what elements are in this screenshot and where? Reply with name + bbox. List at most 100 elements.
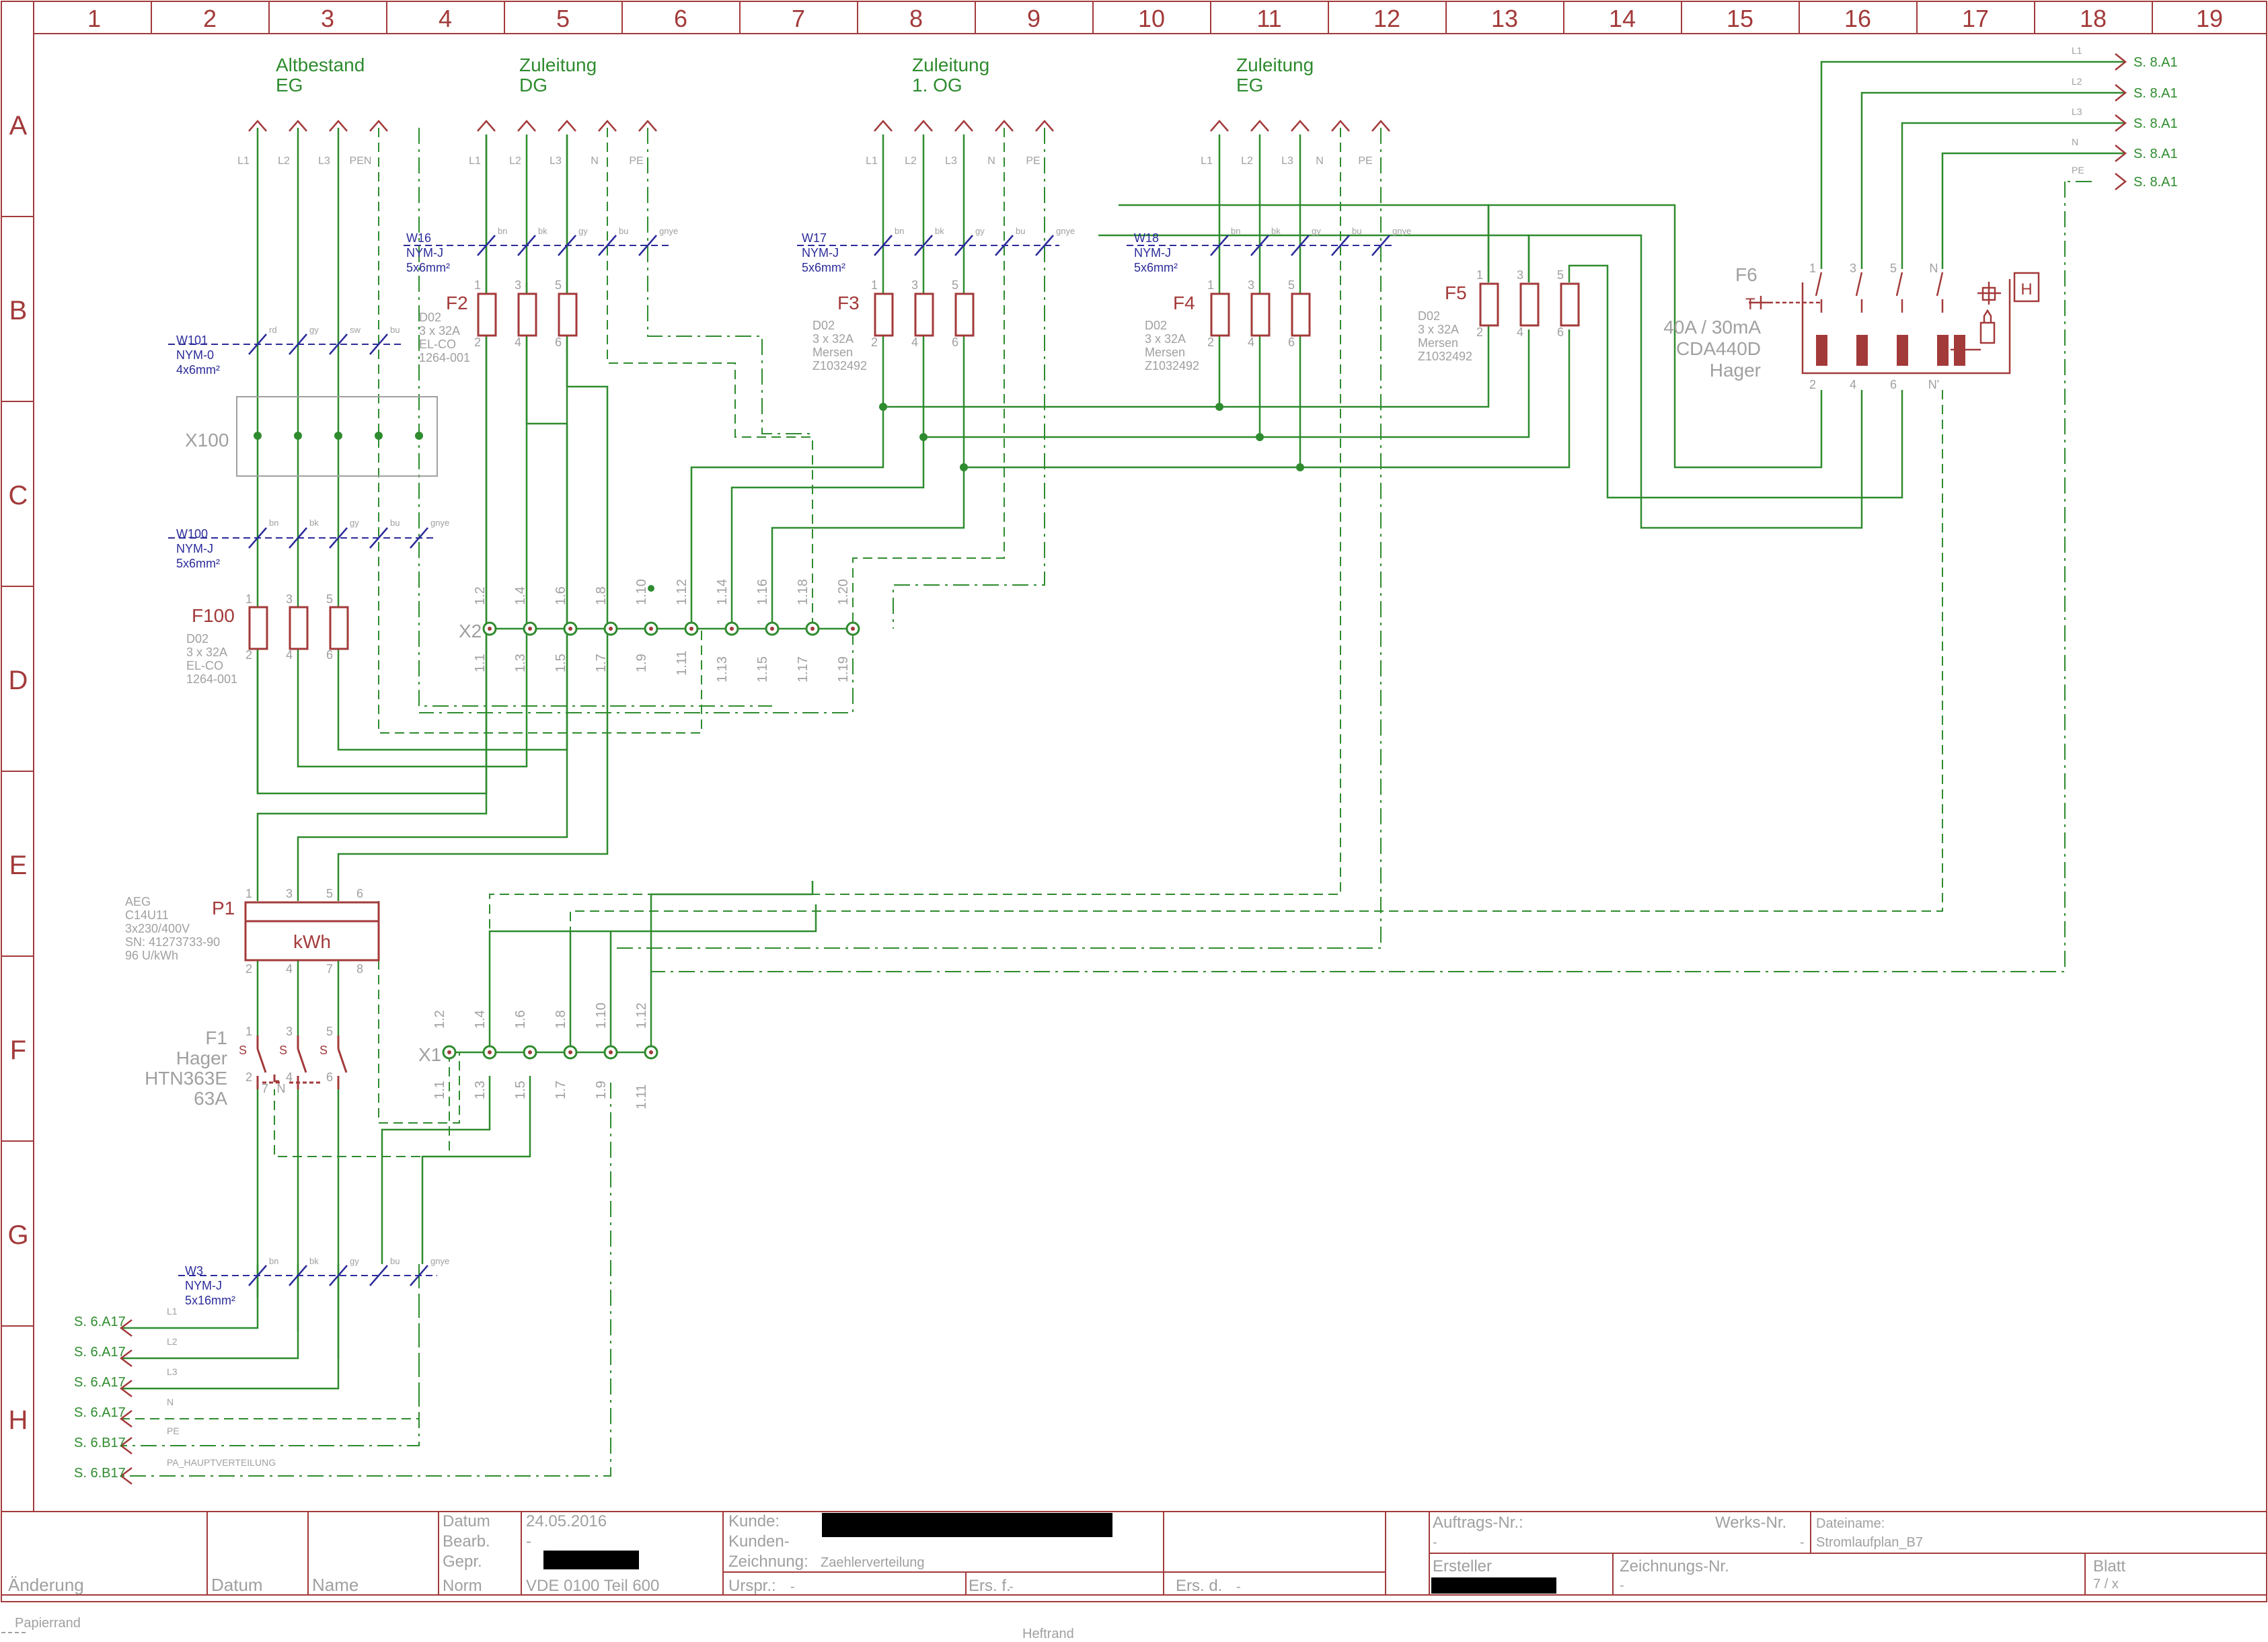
left-ref-arrows [119,1319,133,1485]
pin: 1 [245,592,252,606]
tb-ersf-label: Ers. f. [969,1577,1011,1595]
switch-rating: 63A [194,1088,227,1109]
supply-group-2-subtitle: DG [519,75,547,95]
switch-maker: Hager [176,1048,227,1068]
meter-spec: C14U11 [125,908,169,922]
tb-kunde-label: Kunde: [728,1512,780,1530]
terminal-block-x1 [442,1045,658,1060]
supply-3-conductor: L2 [905,155,917,167]
right-ref-wire: L1 [2072,45,2082,56]
x2-top-number: 1.14 [715,579,730,605]
tb-kunden-label: Kunden- [728,1532,790,1551]
cable-w101-color: gy [309,325,319,335]
column-label-14: 14 [1609,5,1636,32]
tb-werks-value: - [1800,1535,1805,1550]
supply-group-3-subtitle: 1. OG [912,75,962,95]
left-ref: S. 6.A17 [74,1405,126,1420]
pin: 5 [326,592,333,606]
tb-bearb-label: Bearb. [443,1532,490,1551]
redacted-fields [543,1513,1556,1594]
left-ref: S. 6.A17 [74,1375,126,1390]
tb-norm-value: VDE 0100 Teil 600 [526,1577,659,1595]
column-label-15: 15 [1727,5,1753,32]
x2-top-number: 1.16 [755,579,770,605]
column-label-7: 7 [792,5,805,32]
left-ref-wire: L2 [167,1336,178,1347]
cable-w3-color: gnye [430,1256,449,1266]
tb-zeichnung-label: Zeichnung: [728,1553,808,1571]
supply-1-conductor: L1 [237,155,250,167]
right-ref: S. 8.A1 [2133,55,2178,70]
terminal-x2-id: X2 [459,621,482,641]
supply-group-4-subtitle: EG [1236,75,1263,95]
column-label-3: 3 [321,5,334,32]
fuse-f2-spec: 1264-001 [419,351,470,364]
pin: 6 [1557,325,1564,339]
cable-w101-id: W101 [176,334,208,347]
pin: 4 [911,336,918,349]
pin: 6 [356,887,363,900]
switch-id: F1 [205,1027,227,1048]
pin: 2 [245,648,252,662]
fuse-f100-spec: D02 [186,632,209,646]
x1-top-number: 1.12 [634,1003,649,1029]
supply-group-2-title: Zuleitung [519,54,597,75]
terminal-x1-id: X1 [418,1044,441,1065]
left-ref-wire: L3 [167,1366,178,1377]
pin: 8 [356,962,363,976]
cable-w3-color: bn [269,1256,278,1266]
supply-2-conductor: L3 [550,155,562,167]
row-label-B: B [9,296,28,325]
pin: 5 [1288,278,1295,292]
pin: 3 [1517,268,1523,282]
pin: 6 [555,336,562,349]
column-label-5: 5 [556,5,570,32]
tb-werks-label: Werks-Nr. [1715,1514,1786,1532]
cable-w17-size: 5x6mm² [802,261,845,274]
cable-w100-color: bk [309,518,319,528]
supply-group-1-subtitle: EG [276,75,303,95]
right-ref-wire: PE [2072,165,2084,175]
meter-spec: 96 U/kWh [125,949,178,962]
supply-group-3-title: Zuleitung [912,54,989,75]
right-ref-wire: N [2072,136,2078,147]
tb-ersf-value: - [1009,1579,1014,1594]
cable-w18-color: gy [1312,226,1321,236]
cable-w3-color: bu [390,1256,400,1266]
cable-w17-color: bk [935,226,944,236]
contact-letter: S [319,1044,328,1057]
cable-w100-color: gnye [430,518,449,528]
x2-bottom-number: 1.3 [513,654,528,672]
tb-urspr-label: Urspr.: [728,1577,776,1595]
tb-auftrag-value: - [1433,1535,1437,1550]
pin: 6 [952,336,958,349]
rcd-model: CDA440D [1676,338,1761,359]
row-label-D: D [9,666,28,695]
x2-top-number: 1.10 [634,579,649,605]
pin: 2 [871,336,878,349]
tb-dateiname-label: Dateiname: [1816,1516,1885,1531]
left-ref: S. 6.A17 [74,1345,126,1360]
pin: 5 [1890,262,1897,275]
supply-3-conductor: L3 [945,155,957,167]
energy-meter-p1 [244,901,380,962]
pin: 3 [1248,278,1254,292]
rcd-f6 [1749,272,2040,375]
pin: 7 [262,1082,268,1095]
rcd-maker: Hager [1710,360,1761,381]
supply-1-conductor: PEN [350,155,372,167]
row-label-A: A [9,111,28,141]
column-label-19: 19 [2196,5,2223,32]
meter-spec: AEG [125,895,151,908]
left-ref: S. 6.A17 [74,1315,126,1329]
x2-bottom-number: 1.15 [755,656,770,682]
column-label-10: 10 [1138,5,1165,32]
x1-bottom-number: 1.3 [473,1081,488,1099]
x2-top-number: 1.2 [473,586,488,605]
column-label-18: 18 [2080,5,2107,32]
right-ref: S. 8.A1 [2133,175,2178,190]
contact-letter: S [279,1044,287,1057]
rcd-rating: 40A / 30mA [1663,317,1761,338]
cable-w100-id: W100 [176,527,208,541]
fuse-f3-spec: D02 [812,319,835,332]
